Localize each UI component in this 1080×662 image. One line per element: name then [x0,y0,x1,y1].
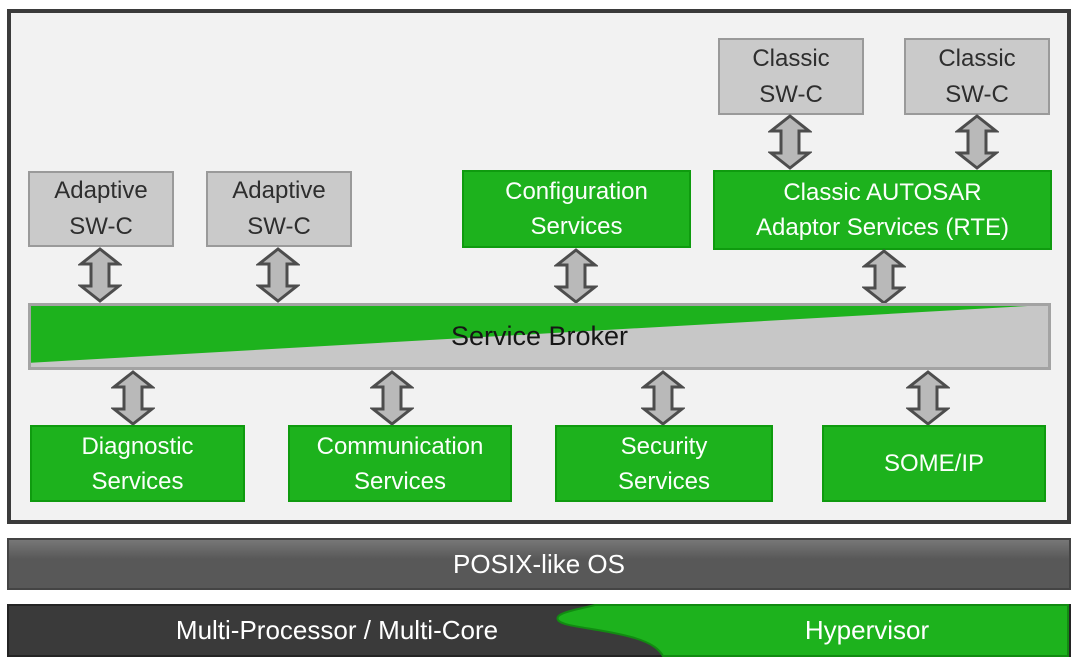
box-adaptive-swc-1: Adaptive SW-C [28,171,174,247]
hardware-bar: Multi-Processor / Multi-Core Hypervisor [7,604,1071,657]
box-diagnostic-services: Diagnostic Services [30,425,245,502]
box-classic-autosar-adaptor-services: Classic AUTOSAR Adaptor Services (RTE) [713,170,1052,250]
box-label: Classic AUTOSAR Adaptor Services (RTE) [756,179,1009,241]
service-broker-label: Service Broker [450,321,629,351]
posix-os-bar: POSIX-like OS [7,538,1071,590]
box-label: Communication Services [316,432,484,495]
double-arrow-icon [554,248,598,304]
service-broker-bar: Service Broker [28,303,1051,370]
double-arrow-icon [111,370,155,426]
os-bar-label: POSIX-like OS [453,548,625,579]
double-arrow-icon [955,114,999,170]
double-arrow-icon [768,114,812,170]
box-configuration-services: Configuration Services [462,170,691,248]
box-label: SOME/IP [883,450,985,477]
box-communication-services: Communication Services [288,425,512,502]
hardware-bar-shape [7,604,1071,657]
double-arrow-icon [862,249,906,305]
box-someip: SOME/IP [822,425,1046,502]
double-arrow-icon [906,370,950,426]
box-classic-swc-1: Classic SW-C [718,38,864,115]
box-adaptive-swc-2: Adaptive SW-C [206,171,352,247]
box-label: Adaptive SW-C [232,177,326,240]
box-label: Adaptive SW-C [54,177,148,240]
box-classic-swc-2: Classic SW-C [904,38,1050,115]
hypervisor-green-shape [556,604,1069,657]
double-arrow-icon [641,370,685,426]
box-label: Configuration Services [505,178,648,240]
multiprocessor-label: Multi-Processor / Multi-Core [175,615,499,645]
box-security-services: Security Services [555,425,773,502]
hypervisor-label: Hypervisor [804,615,930,645]
box-label: Security Services [617,432,711,495]
double-arrow-icon [370,370,414,426]
double-arrow-icon [256,247,300,303]
box-label: Classic SW-C [938,44,1016,108]
box-label: Diagnostic Services [81,432,194,495]
box-label: Classic SW-C [752,44,830,108]
double-arrow-icon [78,247,122,303]
